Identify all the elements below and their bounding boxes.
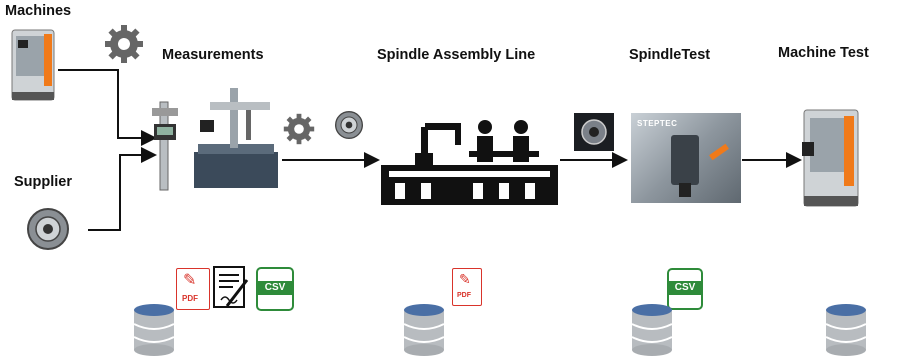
label-supplier: Supplier	[14, 174, 73, 190]
caliper-icon	[152, 101, 178, 191]
spindle-tool	[679, 183, 691, 197]
bearing-icon	[335, 111, 363, 139]
database-icon	[825, 304, 867, 356]
label-spindle-assembly-line: Spindle Assembly Line	[377, 47, 536, 63]
bearing-icon	[27, 208, 69, 250]
spindle-body	[671, 135, 699, 185]
assembly-line-icon	[381, 113, 558, 205]
spindle-test-photo: STEPTEC	[631, 113, 741, 203]
label-measurements: Measurements	[162, 47, 264, 63]
pdf-file-icon: ✎ PDF	[452, 268, 482, 306]
database-icon	[403, 304, 445, 356]
csv-file-icon: CSV	[256, 267, 294, 311]
cmm-machine-icon	[194, 88, 278, 188]
csv-file-icon: CSV	[667, 268, 703, 310]
machine-test-icon	[802, 109, 859, 207]
machine-tool-icon	[11, 29, 55, 101]
label-machines: Machines	[5, 3, 72, 19]
steptec-logo-text: STEPTEC	[637, 119, 678, 128]
signed-document-icon	[213, 266, 249, 308]
pdf-file-icon: ✎ PDF	[176, 268, 210, 310]
arrow-machines-to-measurements	[58, 69, 157, 146]
arrow-supplier-to-measurements	[88, 147, 157, 231]
label-machine-test: Machine Test	[778, 45, 869, 61]
coolant-nozzle	[709, 143, 729, 161]
database-icon	[631, 304, 673, 356]
gear-icon	[283, 113, 315, 145]
spindle-photo-icon	[574, 113, 614, 151]
database-icon	[133, 304, 175, 356]
gear-icon	[105, 25, 143, 63]
label-spindle-test: SpindleTest	[629, 47, 711, 63]
